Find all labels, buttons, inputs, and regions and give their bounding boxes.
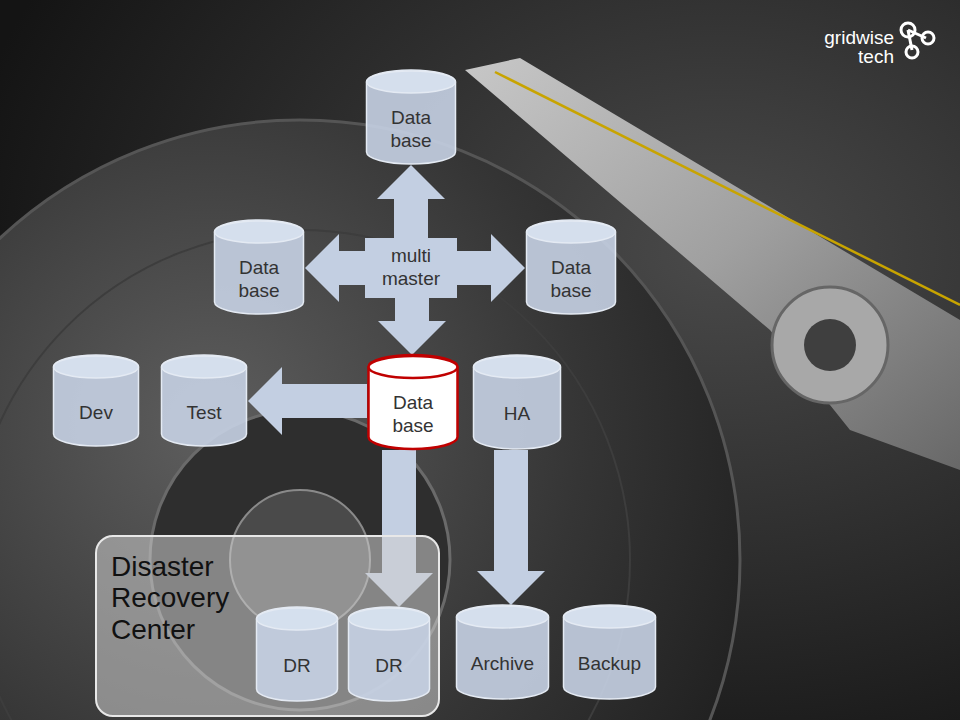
- platter: [0, 120, 740, 720]
- head-wire: [495, 72, 960, 305]
- actuator-pivot: [804, 319, 856, 371]
- cylinder-top: [369, 356, 458, 378]
- node-label: Data base: [220, 257, 298, 303]
- logo-icon: [901, 23, 934, 58]
- database-cylinder: Data base: [365, 70, 457, 165]
- cylinder-body: [215, 220, 304, 314]
- cylinder-top: [349, 608, 430, 630]
- actuator-hub: [772, 287, 888, 403]
- cylinder-body: [564, 605, 656, 699]
- node-label: DR: [375, 655, 402, 678]
- database-cylinder: Test: [160, 355, 248, 447]
- cylinder-body: [257, 607, 338, 701]
- block-arrow: [394, 199, 428, 238]
- node-label: Backup: [578, 653, 641, 676]
- cylinder-outline: [347, 607, 431, 702]
- cylinder-top: [564, 606, 656, 628]
- hub-body: [365, 238, 457, 298]
- cylinder-top: [474, 356, 561, 378]
- region-panel: DR DR Disaster Recovery Center: [95, 535, 440, 717]
- cylinder-top: [527, 221, 616, 243]
- node-label: Data base: [372, 107, 450, 153]
- cylinder-top: [257, 608, 338, 630]
- logo-dot: [901, 23, 915, 37]
- node-label: Dev: [79, 402, 113, 425]
- node-label: multi master: [372, 245, 450, 291]
- cylinder-outline: [562, 605, 657, 700]
- node-label: Archive: [471, 653, 534, 676]
- block-arrow: [395, 298, 429, 321]
- cylinder-outline: [455, 605, 550, 700]
- block-arrow: [339, 251, 365, 285]
- cylinder-top: [457, 606, 549, 628]
- database-cylinder: Archive: [455, 605, 550, 700]
- block-arrow: [457, 251, 491, 285]
- cylinder-top: [367, 71, 456, 93]
- cylinder-body: [367, 70, 456, 164]
- block-arrow: [494, 450, 528, 571]
- cylinder-outline: [160, 355, 248, 447]
- node-label: Data base: [374, 392, 452, 438]
- database-cylinder: Data base: [367, 355, 459, 450]
- cylinder-outline: [472, 355, 562, 450]
- node-label: Test: [187, 402, 222, 425]
- cylinder-top: [54, 356, 139, 378]
- company-logo-text: gridwise tech: [790, 28, 894, 66]
- cylinder-outline: [255, 607, 339, 702]
- block-arrow: [282, 384, 367, 418]
- cylinder-body: [54, 355, 139, 446]
- cylinder-body: [349, 607, 430, 701]
- logo-dot: [906, 46, 918, 58]
- database-cylinder: Backup: [562, 605, 657, 700]
- database-cylinder: DR: [347, 607, 431, 702]
- cylinder-body: [369, 355, 458, 449]
- logo-dot: [922, 32, 934, 44]
- cylinder-body: [457, 605, 549, 699]
- cylinder-outline: [52, 355, 140, 447]
- database-cylinder: DR: [255, 607, 339, 702]
- cylinder-body: [162, 355, 247, 446]
- database-cylinder: Dev: [52, 355, 140, 447]
- node-label: Disaster Recovery Center: [111, 551, 261, 645]
- node-label: DR: [283, 655, 310, 678]
- cylinder-top: [162, 356, 247, 378]
- database-cylinder: Data base: [213, 220, 305, 315]
- cylinder-body: [474, 355, 561, 449]
- actuator-arm: [465, 58, 960, 470]
- cylinder-top: [215, 221, 304, 243]
- database-cylinder: HA: [472, 355, 562, 450]
- cylinder-body: [527, 220, 616, 314]
- node-label: HA: [504, 403, 530, 426]
- node-label: Data base: [532, 257, 610, 303]
- database-cylinder: Data base: [525, 220, 617, 315]
- multi-master-hub: multi master: [365, 238, 457, 298]
